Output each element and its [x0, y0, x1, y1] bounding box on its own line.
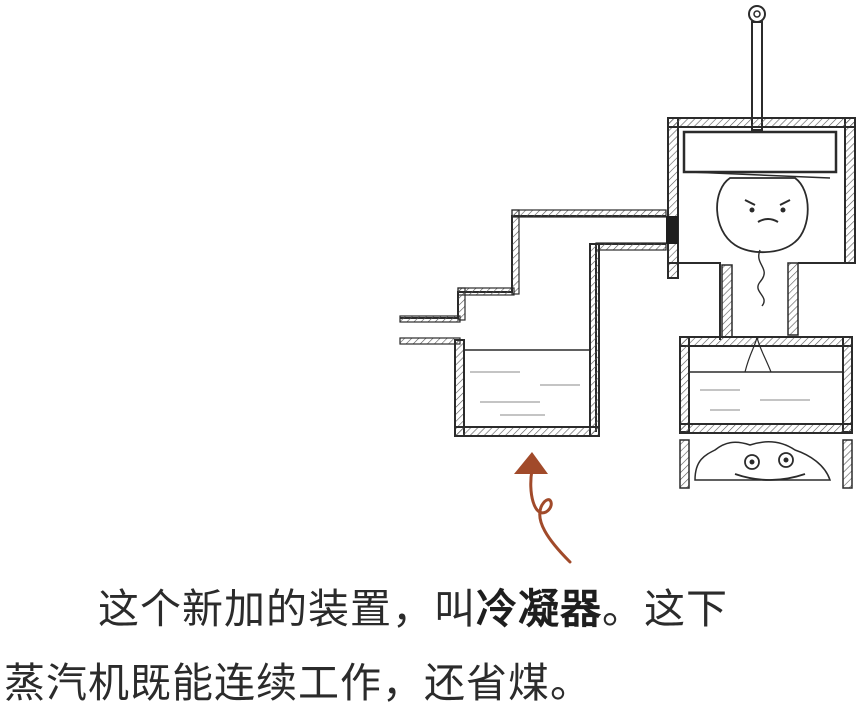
- piston-rod: [748, 5, 766, 131]
- cylinder: [667, 117, 856, 279]
- caption-line-1: 这个新加的装置，叫冷凝器。这下: [98, 583, 728, 635]
- firebox: [679, 439, 853, 489]
- caption-line-2: 蒸汽机既能连续工作，还省煤。: [4, 659, 592, 707]
- caption-term-condenser: 冷凝器: [476, 585, 602, 633]
- boiler: [679, 336, 853, 434]
- condenser: [454, 243, 600, 437]
- valve: [666, 216, 678, 244]
- caption-text-before: 这个新加的装置，叫: [98, 585, 476, 633]
- boiler-neck: [668, 262, 845, 340]
- pointer-arrow-icon: [514, 452, 572, 564]
- piston: [682, 130, 838, 179]
- connecting-pipe: [399, 209, 667, 432]
- steam-character-cylinder: [716, 177, 809, 307]
- caption-text-after: 。这下: [602, 585, 728, 633]
